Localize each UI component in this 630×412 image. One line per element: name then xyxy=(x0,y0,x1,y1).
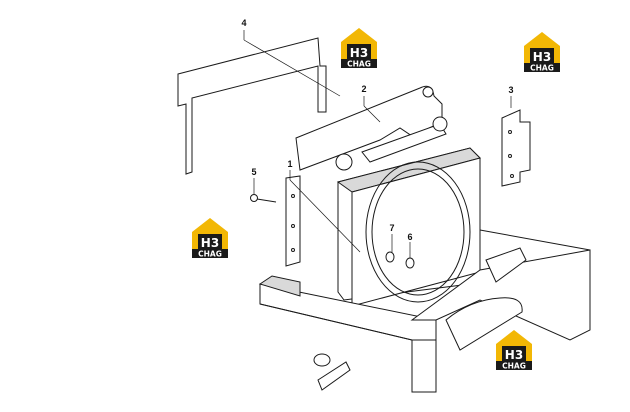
watermark-logo: H3 CHAG xyxy=(496,330,532,371)
callout-6: 6 xyxy=(407,232,412,242)
part-5-bolt xyxy=(250,194,277,203)
chassis-frame xyxy=(258,229,591,393)
callout-4: 4 xyxy=(241,18,246,28)
callout-3: 3 xyxy=(508,85,513,95)
watermark-logo-brand: CHAG xyxy=(502,362,526,371)
callout-labels: 4 2 3 1 5 7 6 xyxy=(241,18,513,242)
watermark-logo-brand: CHAG xyxy=(347,60,371,69)
watermark-logo: H3 CHAG xyxy=(524,32,560,73)
watermark-logo-mark: H3 xyxy=(350,46,368,60)
part-4-frame-bracket xyxy=(177,37,327,175)
parts-6-7-washers xyxy=(385,251,415,269)
watermark-logo-brand: CHAG xyxy=(530,64,554,73)
callout-7: 7 xyxy=(389,223,394,233)
radiator-assembly xyxy=(335,116,481,307)
watermark-logo-mark: H3 xyxy=(201,236,219,250)
callout-1: 1 xyxy=(287,159,292,169)
callout-5: 5 xyxy=(251,167,256,177)
callout-leader-lines xyxy=(243,30,512,258)
watermark-logo-brand: CHAG xyxy=(198,250,222,259)
watermark-logo: H3 CHAG xyxy=(192,218,228,259)
part-1-mount-bracket xyxy=(285,175,301,267)
watermark-logo-mark: H3 xyxy=(505,348,523,362)
part-2-cover-plate xyxy=(295,85,443,171)
watermark-logo-mark: H3 xyxy=(533,50,551,64)
callout-2: 2 xyxy=(361,84,366,94)
part-3-side-plate xyxy=(501,109,531,187)
watermark-logo: H3 CHAG xyxy=(341,28,377,69)
